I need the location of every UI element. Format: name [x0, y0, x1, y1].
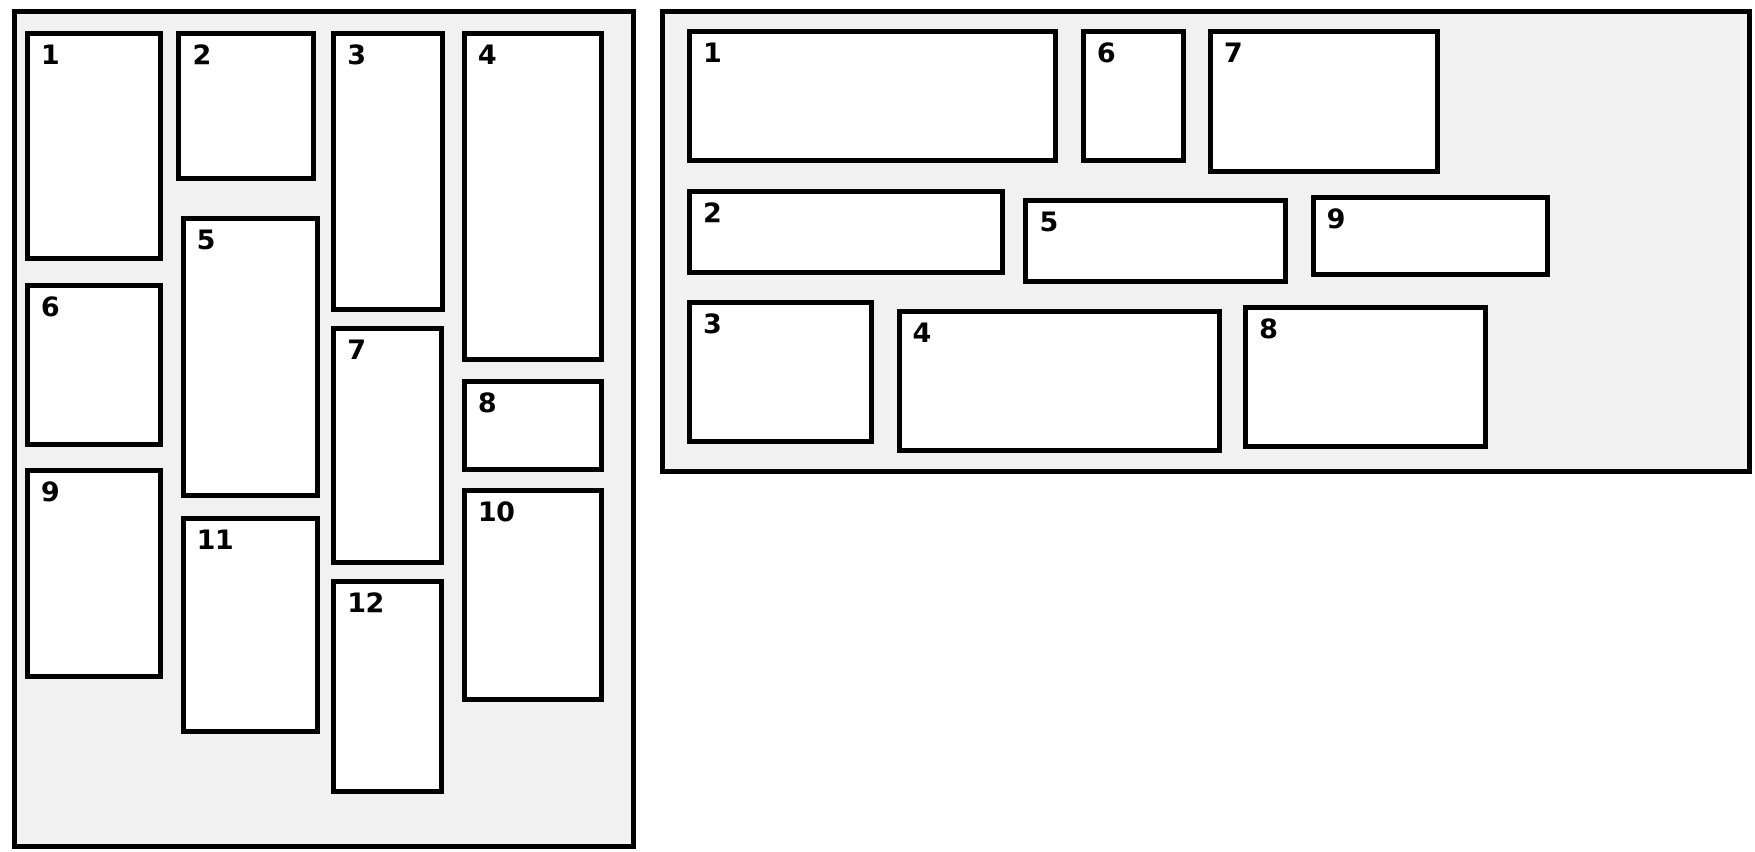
- box-8[interactable]: 8: [461, 379, 605, 473]
- box-6[interactable]: 6: [24, 282, 163, 448]
- box-label: 3: [347, 40, 366, 72]
- box-3[interactable]: 3: [331, 31, 446, 313]
- box-11[interactable]: 11: [180, 516, 320, 734]
- box-5[interactable]: 5: [1023, 198, 1289, 285]
- box-label: 11: [196, 525, 234, 557]
- box-label: 1: [703, 37, 722, 69]
- box-label: 12: [347, 587, 384, 619]
- box-3[interactable]: 3: [687, 300, 875, 444]
- box-9[interactable]: 9: [24, 467, 163, 680]
- box-label: 3: [703, 309, 722, 341]
- box-5[interactable]: 5: [180, 215, 320, 499]
- box-4[interactable]: 4: [461, 31, 605, 363]
- box-label: 8: [477, 388, 497, 420]
- box-12[interactable]: 12: [331, 578, 445, 794]
- box-label: 1: [40, 40, 60, 72]
- box-7[interactable]: 7: [1207, 28, 1440, 174]
- box-label: 5: [196, 224, 216, 256]
- box-8[interactable]: 8: [1243, 304, 1488, 449]
- box-label: 6: [1096, 37, 1116, 69]
- box-label: 2: [192, 40, 211, 72]
- box-10[interactable]: 10: [461, 487, 605, 703]
- box-6[interactable]: 6: [1080, 28, 1186, 164]
- box-label: 4: [477, 40, 497, 72]
- box-1[interactable]: 1: [687, 28, 1058, 164]
- box-label: 9: [40, 476, 60, 508]
- box-9[interactable]: 9: [1310, 195, 1551, 277]
- box-label: 4: [912, 318, 932, 350]
- box-2[interactable]: 2: [176, 31, 316, 181]
- box-label: 2: [703, 198, 722, 230]
- box-label: 7: [1223, 37, 1243, 69]
- right-panel: 1 6 7 2 5 9 3 4 8: [659, 9, 1752, 475]
- box-4[interactable]: 4: [896, 309, 1222, 454]
- box-2[interactable]: 2: [687, 189, 1006, 276]
- box-1[interactable]: 1: [24, 31, 163, 262]
- box-label: 8: [1259, 313, 1278, 345]
- box-7[interactable]: 7: [331, 325, 445, 565]
- box-label: 5: [1039, 207, 1058, 239]
- box-label: 9: [1326, 204, 1346, 236]
- box-label: 7: [347, 334, 366, 366]
- box-label: 10: [477, 496, 515, 528]
- box-label: 6: [40, 291, 60, 323]
